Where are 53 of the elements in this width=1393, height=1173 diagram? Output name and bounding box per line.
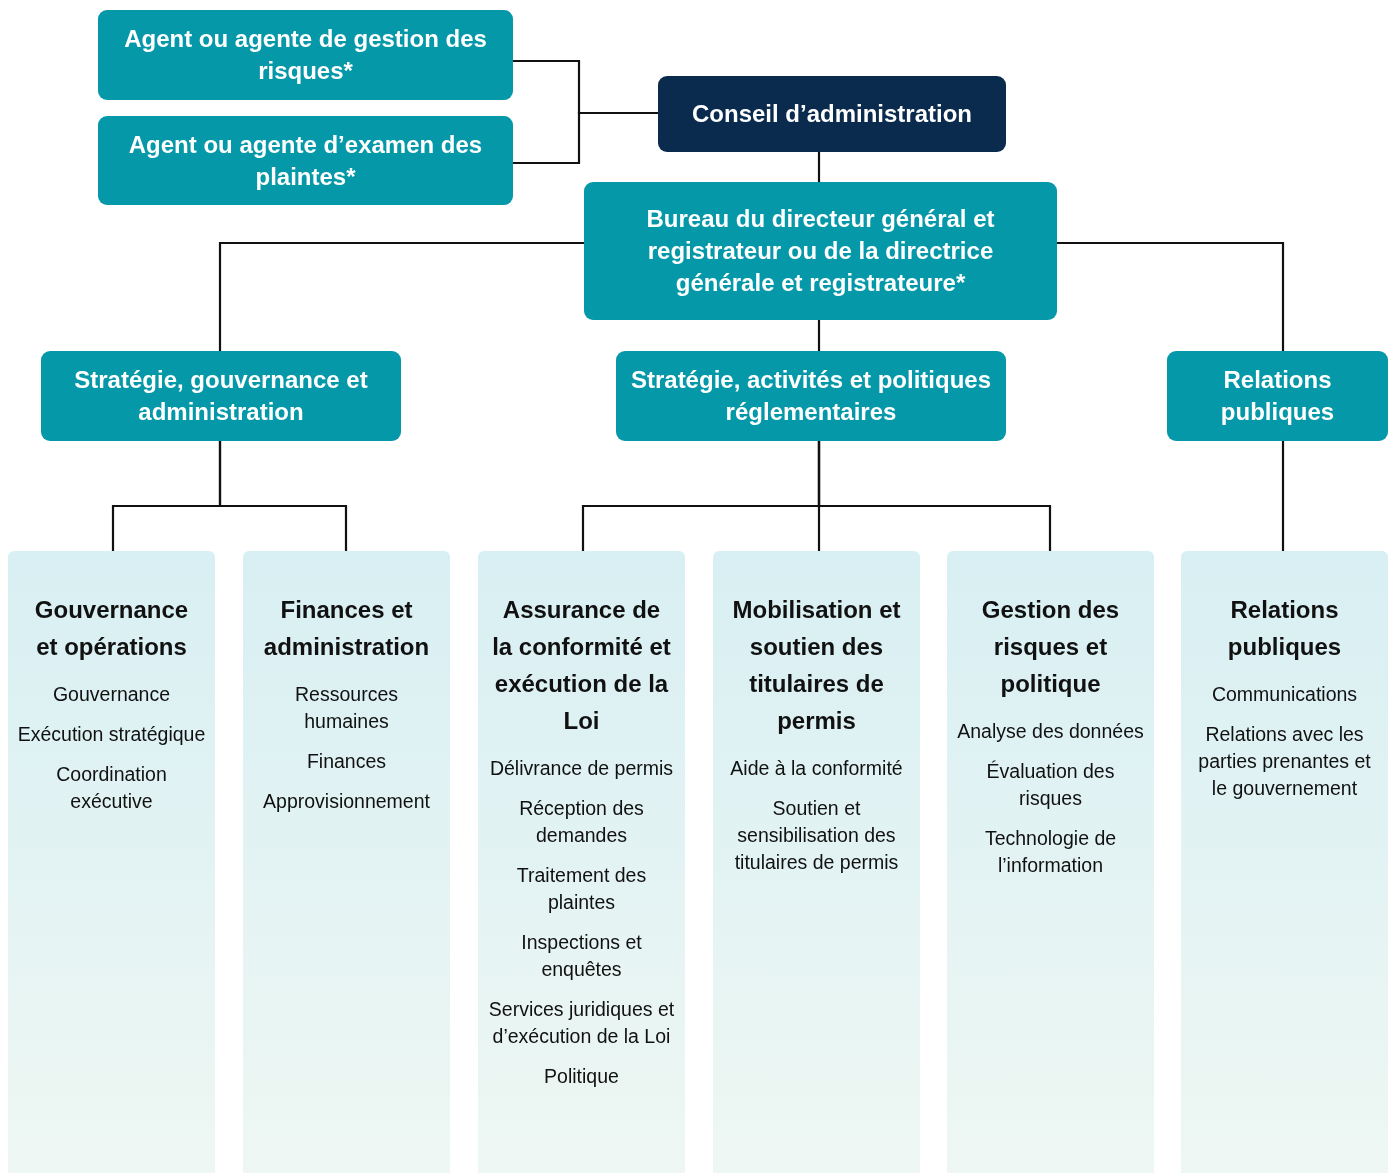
box-title: Bureau du directeur général et registrateur ou de la directrice générale et registrateure* xyxy=(645,204,996,298)
connector-line xyxy=(513,111,658,165)
function-item: Communications xyxy=(1210,682,1359,707)
function-item: Inspections et enquêtes xyxy=(520,930,643,982)
function-item: Exécution stratégique xyxy=(16,722,207,747)
function-item: Réception des demandes xyxy=(518,796,645,848)
column-heading: Relations publiques xyxy=(1226,595,1343,662)
connector-line xyxy=(1281,441,1285,551)
org-box xyxy=(41,351,401,441)
department-column xyxy=(8,551,215,1173)
column-heading: Finances et administration xyxy=(262,595,431,662)
org-box xyxy=(1167,351,1388,441)
department-column xyxy=(478,551,685,1173)
column-heading: Gouvernance et opérations xyxy=(33,595,190,662)
org-box xyxy=(98,10,513,100)
function-item: Services juridiques et d’exécution de la Loi xyxy=(487,997,676,1049)
department-column xyxy=(947,551,1154,1173)
connector-line xyxy=(218,441,348,551)
function-item: Relations avec les parties prenantes et le gouvernement xyxy=(1197,722,1372,801)
box-title: Agent ou agente de gestion des risques* xyxy=(123,24,488,86)
box-title: Conseil d’administration xyxy=(692,99,972,129)
box-title: Stratégie, gouvernance et administration xyxy=(73,365,369,427)
function-item: Coordination exécutive xyxy=(55,762,168,814)
connector-line xyxy=(817,441,1052,551)
department-column xyxy=(1181,551,1388,1173)
box-title: Stratégie, activités et politiques réglementaires xyxy=(630,365,992,427)
function-item: Ressources humaines xyxy=(294,682,399,734)
connector-line xyxy=(1057,241,1285,351)
department-column xyxy=(713,551,920,1173)
function-item: Approvisionnement xyxy=(262,789,431,814)
department-column xyxy=(243,551,450,1173)
box-title: Agent ou agente d’examen des plaintes* xyxy=(127,129,484,192)
org-box xyxy=(584,182,1057,320)
org-box xyxy=(98,116,513,205)
function-item: Évaluation des risques xyxy=(985,759,1116,811)
function-item: Analyse des données xyxy=(956,719,1145,744)
function-item: Aide à la conformité xyxy=(729,756,904,781)
connector-line xyxy=(817,320,821,351)
function-item: Gouvernance xyxy=(51,682,172,707)
column-heading: Mobilisation et soutien des titulaires de permis xyxy=(731,595,902,736)
column-heading: Assurance de la conformité et exécution de la Loi xyxy=(491,595,672,736)
function-item: Technologie de l’information xyxy=(983,826,1118,878)
org-box xyxy=(658,76,1006,152)
function-item: Politique xyxy=(543,1064,620,1089)
connector-line xyxy=(817,152,821,182)
function-item: Soutien et sensibilisation des titulaires de permis xyxy=(733,796,900,875)
box-title: Relations publiques xyxy=(1219,365,1336,427)
function-item: Finances xyxy=(305,749,388,774)
column-heading: Gestion des risques et politique xyxy=(980,595,1121,699)
function-item: Délivrance de permis xyxy=(488,756,675,781)
function-item: Traitement des plaintes xyxy=(515,863,648,915)
connector-line xyxy=(218,241,584,351)
org-box xyxy=(616,351,1006,441)
